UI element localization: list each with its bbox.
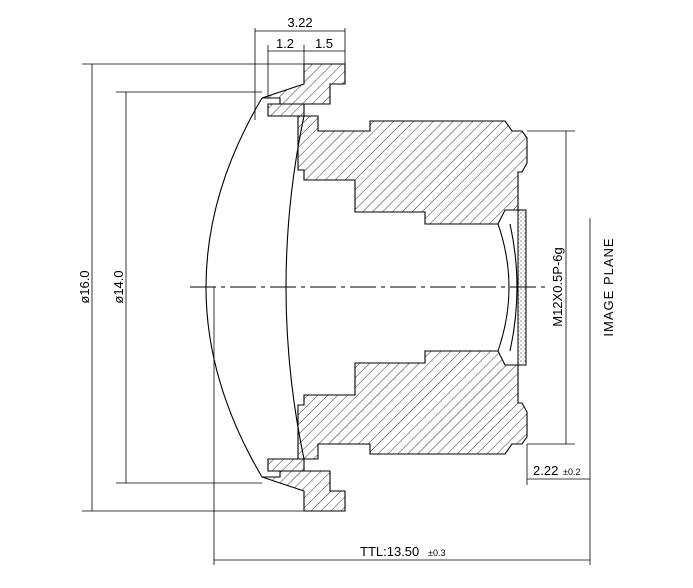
upper-retainer-ring <box>261 63 346 105</box>
upper-spacer <box>267 103 305 117</box>
image-plane-label: IMAGE PLANE <box>601 237 616 336</box>
dim-dia-outer: ø16.0 <box>77 270 92 303</box>
dim-bfl-tol: ±0.2 <box>563 467 580 477</box>
barrel-upper-half <box>297 115 528 225</box>
dim-total-front: 3.22 <box>287 15 312 30</box>
lower-spacer <box>267 458 305 472</box>
barrel-lower-half <box>297 350 528 460</box>
dim-bfl-value: 2.22 <box>533 463 558 478</box>
lower-retainer-ring <box>261 470 346 512</box>
dim-front-a: 1.2 <box>276 36 294 51</box>
dim-ttl-tol: ±0.3 <box>428 548 445 558</box>
dim-dia-inner: ø14.0 <box>111 270 126 303</box>
rear-lens-inner <box>509 223 518 352</box>
dim-ttl-value: TTL:13.50 <box>360 544 419 559</box>
sensor-glass <box>517 209 527 366</box>
dim-thread: M12X0.5P-6g <box>550 247 565 327</box>
dim-front-b: 1.5 <box>315 36 333 51</box>
rear-lens-element <box>497 223 510 352</box>
